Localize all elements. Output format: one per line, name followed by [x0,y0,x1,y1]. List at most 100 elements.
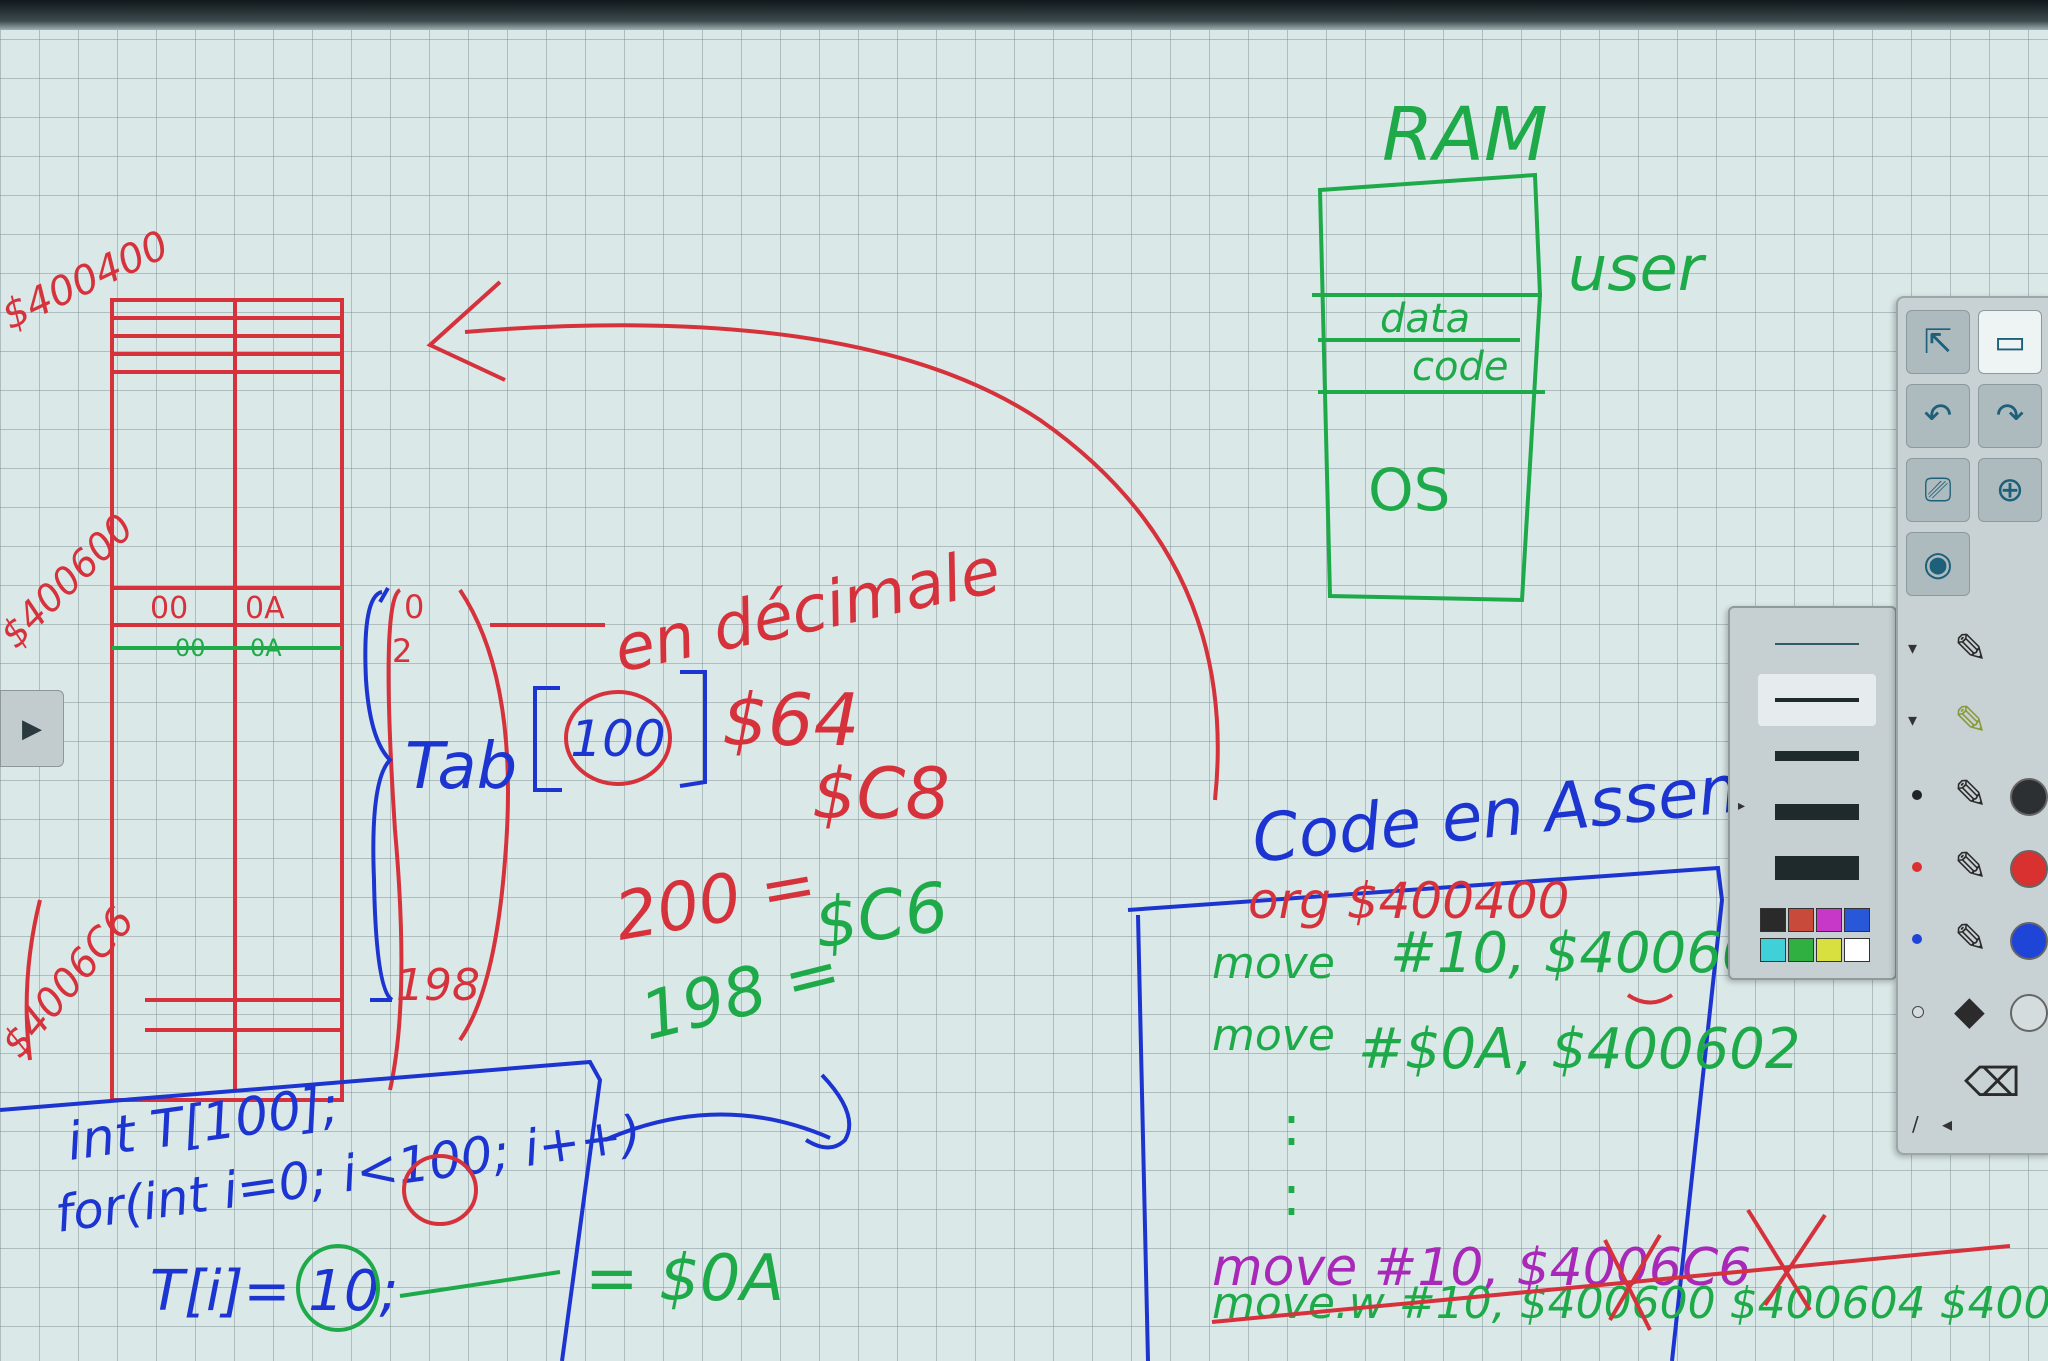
white-swatch[interactable] [2010,994,2048,1032]
index-last-label: 198 [396,960,480,1011]
decimal-label: en décimale [608,534,1007,688]
index-second-label: 2 [392,632,412,670]
start-address-label: $400400 [0,222,176,339]
screen-bezel [0,0,2048,30]
camera-icon: ◉ [1923,544,1953,584]
blue-pen-icon: ✎ [1954,916,1988,962]
pointer-icon: ⇱ [1923,322,1953,362]
black-pen-icon: ✎ [1954,772,1988,818]
eraser-tool[interactable]: ◆ [1902,980,2048,1042]
palette-color-2[interactable] [1788,908,1814,932]
ram-title: RAM [1382,92,1548,178]
hex-200-value: $C8 [812,753,950,835]
black-swatch[interactable] [2010,778,2048,816]
index-first-label: 0 [404,588,424,626]
ram-code-label: code [1412,344,1508,390]
row2-cell-1: 00 [175,634,206,662]
eraser-icon: ◆ [1954,988,1985,1034]
palette-color-5[interactable] [1760,938,1786,962]
blue-dot-icon [1912,934,1922,944]
c-code-box [0,1059,603,1361]
pen-tool[interactable]: ▾ ✎ [1902,618,2046,680]
undo-icon: ↶ [1923,396,1953,436]
red-pen-tool[interactable]: ✎ [1902,836,2048,898]
redo-icon: ↷ [1995,396,2025,436]
tab-label: Tab [405,730,517,804]
assembly-move1-op: move [1212,938,1335,989]
stroke-width-2[interactable] [1758,674,1876,726]
panel-collapse-icon[interactable]: ▸ [1738,798,1746,814]
eq-198-label: 198 = [633,932,848,1056]
assembly-ellipsis-1: : [1282,1094,1301,1159]
assembly-move2-args: #$0A, $400602 [1358,1017,1801,1082]
clear-tool[interactable]: ⌫ [1902,1052,2046,1114]
side-panel-toggle[interactable]: ▶ [0,690,64,767]
stroke-width-4[interactable] [1758,786,1876,838]
assembly-move2-op: move [1212,1010,1335,1061]
assembly-move-last: move #10, $4006C6 [1212,1238,1751,1298]
ram-os-label: OS [1368,456,1450,524]
undo-button[interactable]: ↶ [1906,384,1970,448]
assembly-ellipsis-2: : [1282,1164,1301,1229]
memory-block [24,298,510,1102]
stroke-width-5[interactable] [1758,842,1876,894]
red-pen-icon: ✎ [1954,844,1988,890]
drawing-toolbar: ⇱ ▭ ↶ ↷ ⎚ ⊕ ◉ ▾ ✎ ▾ ✎ ✎ ✎ ✎ ◆ ⌫ / ◂ [1896,296,2048,1155]
highlighter-tool[interactable]: ▾ ✎ [1902,690,2046,752]
white-dot-icon [1912,1006,1924,1018]
pointer-button[interactable]: ⇱ [1906,310,1970,374]
palette-color-7[interactable] [1816,938,1842,962]
assembly-org-line: org $400400 [1248,872,1569,930]
palette-color-4[interactable] [1844,908,1870,932]
chevron-down-icon[interactable]: ▾ [1908,710,1918,731]
black-pen-tool[interactable]: ✎ [1902,764,2048,826]
highlighter-icon: ✎ [1954,698,1988,744]
screen-capture-icon: ⎚ [1924,470,1952,510]
palette-color-3[interactable] [1816,908,1842,932]
row1-cell-1: 00 [150,591,188,626]
ram-box [1317,172,1543,603]
stroke-width-1[interactable] [1758,618,1876,670]
c-hex-value: = $0A [585,1242,784,1316]
c-code-line-3: T[i]= 10; [150,1259,398,1324]
play-icon: ▶ [22,713,42,744]
redo-button[interactable]: ↷ [1978,384,2042,448]
blue-pen-tool[interactable]: ✎ [1902,908,2048,970]
black-dot-icon [1912,790,1922,800]
expand-icon[interactable]: ◂ [1942,1112,1953,1136]
eq-200-label: 200 = [609,845,822,956]
clear-icon: ⌫ [1964,1060,2021,1106]
palette-color-8[interactable] [1844,938,1870,962]
chevron-down-icon[interactable]: ▾ [1908,638,1918,659]
camera-button[interactable]: ◉ [1906,532,1970,596]
screen-capture-button[interactable]: ⎚ [1906,458,1970,522]
blue-swatch[interactable] [2010,922,2048,960]
ram-data-label: data [1380,296,1470,342]
stroke-width-panel: ▸ [1728,606,1897,980]
palette-color-1[interactable] [1760,908,1786,932]
hex-100-value: $64 [722,678,859,762]
row1-cell-2: 0A [245,591,285,626]
red-swatch[interactable] [2010,850,2048,888]
curved-arrow [464,323,1220,801]
board-icon: ▭ [1993,322,2027,362]
red-dot-icon [1912,862,1922,872]
stroke-width-3[interactable] [1758,730,1876,782]
row-address-label: $400600 [0,506,142,657]
assembly-box [1127,865,1725,1361]
toolbar-footer: / ◂ [1902,1108,2046,1142]
pen-small-icon[interactable]: / [1912,1112,1919,1136]
row2-cell-2: 0A [250,634,282,662]
pen-icon: ✎ [1954,626,1988,672]
tab-size-value: 100 [570,710,665,768]
ram-user-label: user [1568,232,1707,305]
zoom-icon: ⊕ [1995,470,2025,510]
board-button[interactable]: ▭ [1978,310,2042,374]
hex-198-value: $C6 [809,868,953,965]
assembly-move1-args: #10, $400600 [1390,921,1793,986]
zoom-button[interactable]: ⊕ [1978,458,2042,522]
end-address-label: $4006C6 [0,898,144,1066]
palette-color-6[interactable] [1788,938,1814,962]
